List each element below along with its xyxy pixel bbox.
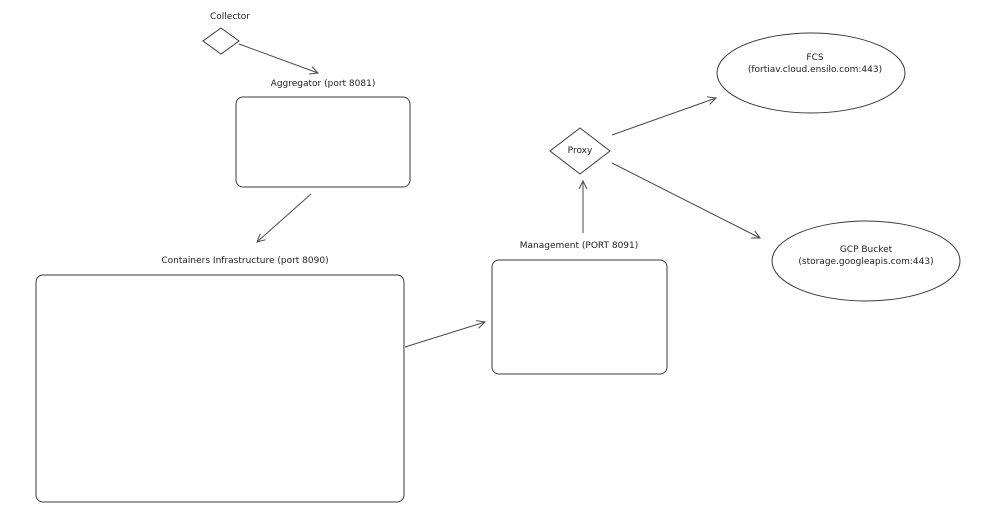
edge-collector-aggregator — [238, 43, 318, 73]
fcs-label-line2: (fortiav.cloud.ensilo.com:443) — [747, 65, 883, 75]
fcs-ellipse[interactable] — [716, 32, 906, 114]
fcs-label-line1: FCS — [806, 53, 824, 63]
gcp-label-line1: GCP Bucket — [839, 245, 893, 255]
edge-proxy-fcs — [611, 98, 716, 136]
aggregator-label: Aggregator (port 8081) — [270, 79, 376, 89]
edge-proxy-gcp — [611, 162, 760, 238]
proxy-diamond[interactable] — [549, 127, 611, 175]
gcp-ellipse[interactable] — [771, 220, 961, 302]
aggregator-box[interactable] — [235, 96, 411, 188]
management-label: Management (PORT 8091) — [519, 241, 639, 251]
collector-label: Collector — [209, 12, 251, 22]
containers-box[interactable] — [35, 274, 405, 503]
proxy-label: Proxy — [567, 146, 593, 156]
edge-aggregator-containers — [257, 193, 312, 242]
management-box[interactable] — [491, 259, 668, 375]
containers-label: Containers Infrastructure (port 8090) — [161, 256, 329, 266]
gcp-label-line2: (storage.googleapis.com:443) — [798, 257, 934, 267]
edge-containers-management — [404, 322, 485, 348]
collector-diamond[interactable] — [202, 27, 240, 55]
